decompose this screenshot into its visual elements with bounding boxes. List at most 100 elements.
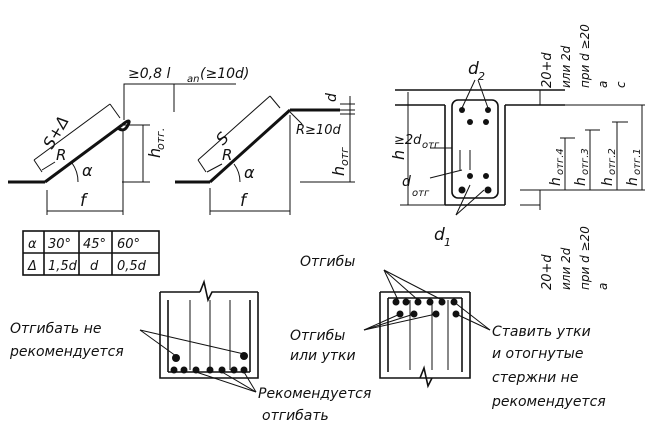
bottom-note-line4: a (596, 283, 610, 290)
label-h2-sub: отг.2 (607, 148, 618, 175)
label-anchor-sub: an (187, 74, 199, 85)
table-cell: 30° (48, 237, 71, 252)
top-note-c: c (614, 81, 628, 88)
label-alpha: α (244, 163, 255, 182)
table-cell: 0,5d (117, 259, 147, 274)
leader-dotg (429, 169, 463, 179)
label-h2: h (600, 177, 616, 186)
top-bar (485, 107, 491, 113)
leader (139, 329, 245, 355)
caption-not-recommended-1: Отгибать не (10, 321, 101, 337)
label-h: h (329, 166, 348, 176)
bend-detail-2: S R α f R≥10d d h отг (175, 93, 355, 215)
top-note-line4: a (596, 81, 610, 88)
dim-ext (269, 95, 281, 109)
label-alpha: α (82, 161, 93, 180)
label-f: f (240, 191, 249, 211)
bottom-bar (484, 186, 492, 194)
caption-recommended-1: Рекомендуется (258, 386, 371, 402)
label-anchor: ≥0,8 l (128, 66, 170, 82)
caption-hooks-4: рекомендуется (491, 394, 606, 410)
radius-marker (41, 161, 56, 171)
leader-d1 (455, 189, 485, 216)
bar (392, 298, 400, 306)
leader (243, 371, 257, 393)
label-anchor-tail: (≥10d) (200, 66, 249, 82)
caption-bends-or-hooks-1: Отгибы (290, 328, 345, 344)
section-not-recommended: Отгибать не рекомендуется Рекомендуется … (9, 279, 371, 424)
label-h3-sub: отг.3 (580, 148, 591, 175)
top-bar (483, 119, 489, 125)
caption-hooks-3: стержни не (492, 370, 578, 386)
label-h-sub: отг (338, 147, 351, 166)
label-h1: h (625, 177, 641, 186)
bar-inclined (208, 108, 292, 184)
caption-recommended-2: отгибать (262, 408, 329, 424)
radius-marker (206, 163, 223, 173)
box-outline (379, 292, 471, 379)
leader (363, 313, 401, 331)
label-h4: h (548, 177, 564, 186)
table-cell: α (28, 237, 37, 252)
leader (363, 313, 437, 331)
table-cell: d (90, 259, 99, 274)
label-d: d (324, 93, 340, 102)
label-2d: ≥2d (394, 133, 422, 148)
bar (170, 366, 178, 374)
table-cell: 1,5d (48, 259, 78, 274)
bar (402, 298, 410, 306)
table-cell: Δ (27, 259, 37, 274)
table-cell: 60° (117, 237, 140, 252)
bar-inclined (44, 123, 123, 184)
radius-marker-top (289, 111, 303, 125)
angle-arc (71, 162, 79, 183)
label-h1-sub: отг.1 (632, 148, 643, 175)
leader-d1 (455, 184, 471, 216)
label-f: f (80, 191, 89, 211)
dim-line-s (197, 95, 271, 161)
label-dotg: d (402, 174, 411, 190)
label-h: h (389, 150, 408, 160)
label-h3: h (573, 177, 589, 186)
top-note-line2: или 2d (559, 45, 573, 88)
leader-d2 (461, 79, 476, 109)
top-note-line3: при d ≥20 (578, 24, 592, 88)
bar (230, 366, 238, 374)
label-d1-sub: 1 (444, 236, 451, 249)
bar (206, 366, 214, 374)
stirrup (451, 99, 499, 199)
label-d2-sub: 2 (478, 70, 485, 83)
dim-ext (109, 103, 121, 119)
bend-detail-1: S+Δ R α h отг. f ≥0,8 l an (≥10d) (8, 66, 249, 215)
caption-not-recommended-2: рекомендуется (9, 344, 124, 360)
leader (383, 269, 419, 301)
label-radius: R (56, 146, 66, 164)
bar (240, 366, 248, 374)
leader (195, 371, 257, 393)
label-r-min: R≥10d (296, 123, 341, 138)
label-d1: d (434, 225, 445, 245)
break-line (199, 279, 258, 303)
caption-bends: Отгибы (300, 254, 355, 270)
bar (426, 298, 434, 306)
beam-cross-section: h ≥2d отг d отг d 1 d 2 h отг.4 h отг.3 … (389, 24, 645, 290)
bar (414, 298, 422, 306)
leader (139, 329, 177, 357)
label-h-sub: отг. (154, 128, 167, 150)
anchor-leader (123, 83, 175, 120)
dim-ext (33, 159, 43, 173)
top-bar (467, 119, 473, 125)
bar (180, 366, 188, 374)
dim-line-s (33, 103, 111, 161)
label-dotg-sub: отг (412, 188, 430, 199)
label-h: h (145, 148, 164, 158)
bottom-note-line1: 20+d (540, 254, 555, 290)
top-bar (459, 107, 465, 113)
dim-ext (197, 159, 207, 173)
label-radius: R (222, 146, 232, 164)
caption-hooks-1: Ставить утки (492, 324, 591, 340)
leader (453, 301, 491, 331)
bar (438, 298, 446, 306)
